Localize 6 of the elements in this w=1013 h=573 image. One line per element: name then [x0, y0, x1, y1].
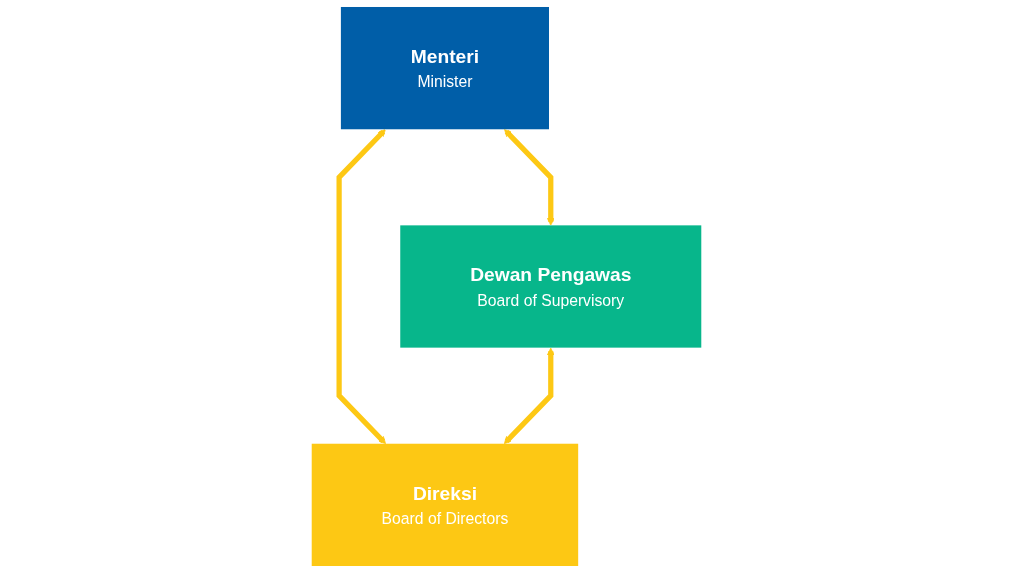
arrow [503, 347, 555, 445]
arrow [504, 129, 555, 226]
node-box: Dewan Pengawas Board of Supervisory [400, 225, 702, 348]
node-box: Menteri Minister [340, 7, 549, 130]
node-box: Direksi Board of Directors [311, 443, 579, 566]
arrow [336, 129, 387, 445]
